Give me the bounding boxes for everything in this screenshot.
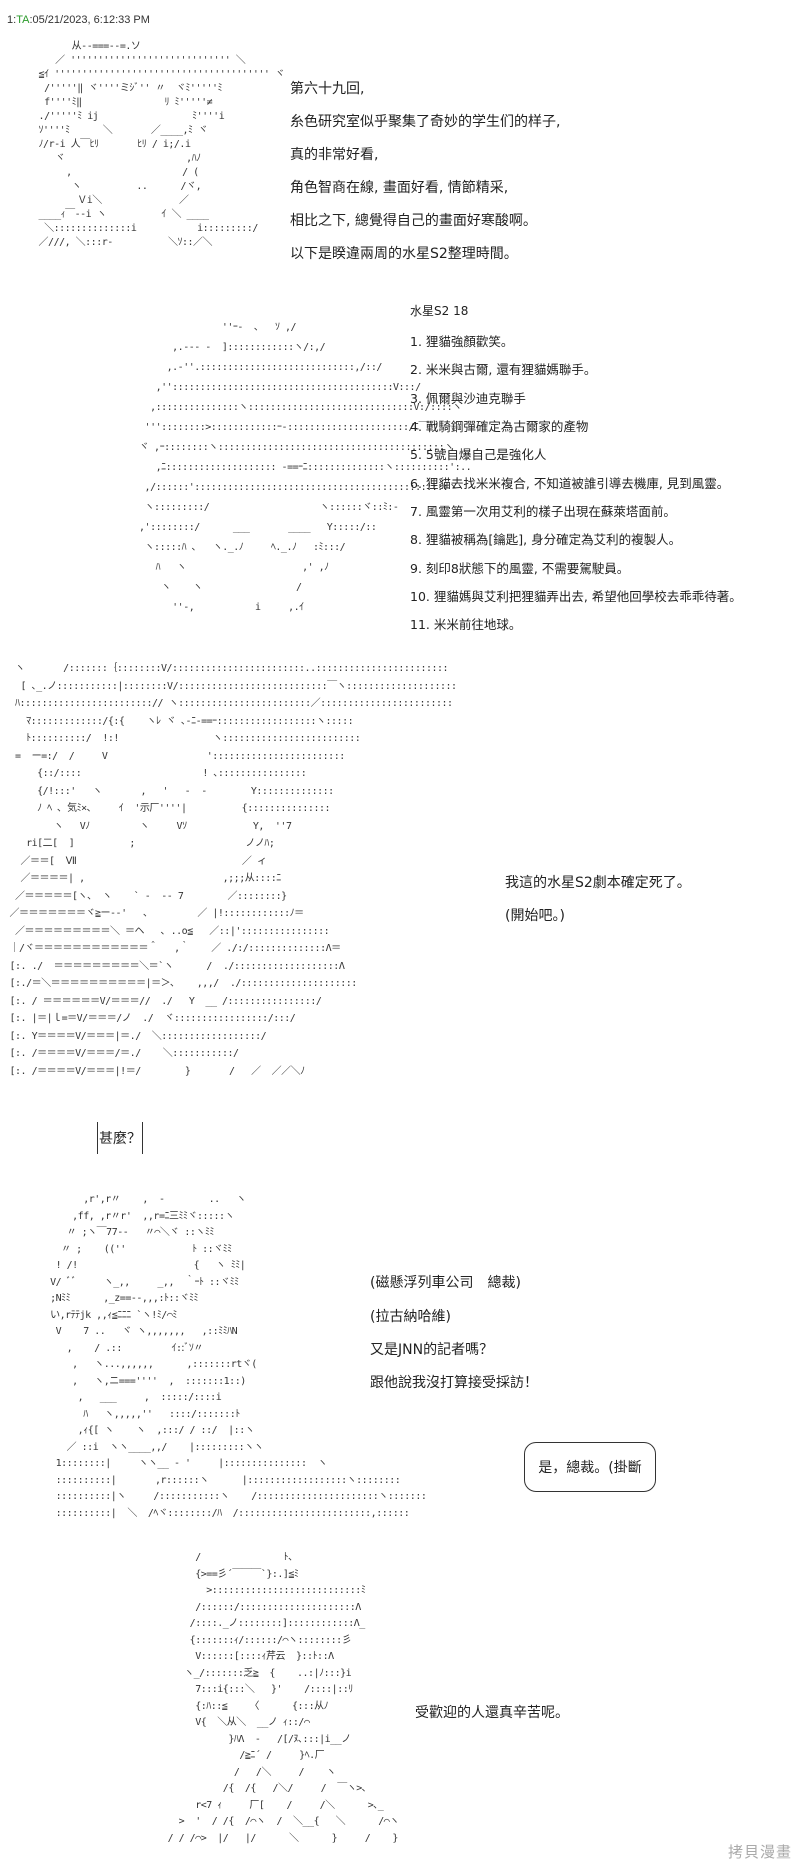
summary-item: 4. 戰騎鋼彈確定為古爾家的產物	[410, 419, 589, 434]
intro-line: 第六十九回,	[290, 81, 365, 97]
summary-item: 3. 佩爾與沙迪克聯手	[410, 391, 526, 406]
ascii-art-character-2: ''ｰ- ､ ｿ ,/ ,.--‐ - ]::::::::::::ヽ/:,/ ,…	[139, 322, 472, 613]
speech-box-what: 甚麼？	[97, 1122, 143, 1154]
dialogue-line: 受歡迎的人還真辛苦呢。	[415, 1705, 569, 1721]
post-timestamp: :05/21/2023, 6:12:33 PM	[29, 14, 150, 26]
watermark: 拷貝漫畫	[727, 1843, 792, 1861]
intro-line: 角色智商在線, 畫面好看, 情節精采,	[290, 180, 509, 196]
ascii-art-president: ,r',r〃 , - .. ヽ ,ff, ,r〃r' ,,r=ﾆ三ﾐﾐヾ::::…	[50, 1194, 427, 1519]
intro-line: 以下是睽違兩周的水星S2整理時間。	[290, 246, 518, 262]
intro-line: 相比之下, 總覺得自己的畫面好寒酸啊。	[290, 213, 537, 229]
ascii-art-character-4: / ﾄ、 {>==彡´￣￣￣`}:.]≦ﾐ >:::::::::::::::::…	[167, 1552, 400, 1844]
post-number: 1:	[7, 14, 17, 26]
summary-title: 水星S2 18	[410, 304, 469, 318]
ascii-art-character-3: ヽ /:::::::｛::::::::V/:::::::::::::::::::…	[9, 663, 458, 1077]
dialogue-line: 又是JNN的記者嗎？	[370, 1342, 494, 1358]
summary-item: 10. 狸貓媽與艾利把狸貓弄出去, 希望他回學校去乖乖待著。	[410, 589, 742, 604]
dialogue-line: 我這的水星S2劇本確定死了。	[505, 875, 691, 891]
dialogue-line: (開始吧。)	[505, 908, 565, 924]
intro-line: 糸色研究室似乎聚集了奇妙的学生们的样子,	[290, 114, 561, 130]
summary-item: 7. 風靈第一次用艾利的樣子出現在蘇萊塔面前。	[410, 504, 676, 519]
speech-bubble-reply: 是，總裁。(掛斷	[524, 1442, 656, 1492]
summary-item: 2. 米米與古爾, 還有狸貓媽聯手。	[410, 362, 597, 377]
speech-text: 是，總裁。(掛斷	[538, 1460, 642, 1476]
speech-text: 甚麼？	[99, 1131, 141, 1147]
intro-line: 真的非常好看,	[290, 147, 379, 163]
dialogue-line: 跟他說我沒打算接受採訪！	[370, 1375, 538, 1391]
dialogue-line: (磁懸浮列車公司 總裁)	[370, 1275, 521, 1291]
summary-item: 8. 狸貓被稱為[鑰匙], 身分確定為艾利的複製人。	[410, 532, 682, 547]
post-header: 1:TA:05/21/2023, 6:12:33 PM	[7, 14, 150, 26]
summary-item: 5. 5號自爆自己是強化人	[410, 447, 547, 462]
dialogue-line: (拉古納哈維)	[370, 1309, 451, 1325]
summary-item: 6. 狸貓去找米米複合, 不知道被誰引導去機庫, 見到風靈。	[410, 476, 730, 491]
summary-item: 1. 狸貓強顏歡笑。	[410, 334, 514, 349]
summary-item: 11. 米米前往地球。	[410, 617, 522, 632]
summary-item: 9. 刻印8狀態下的風靈, 不需要駕駛員。	[410, 561, 630, 576]
ascii-art-character-1: 从--===--=.ソ ／ ''''''''''''''''''''''''''…	[38, 41, 285, 248]
poster-name[interactable]: TA	[16, 14, 30, 26]
